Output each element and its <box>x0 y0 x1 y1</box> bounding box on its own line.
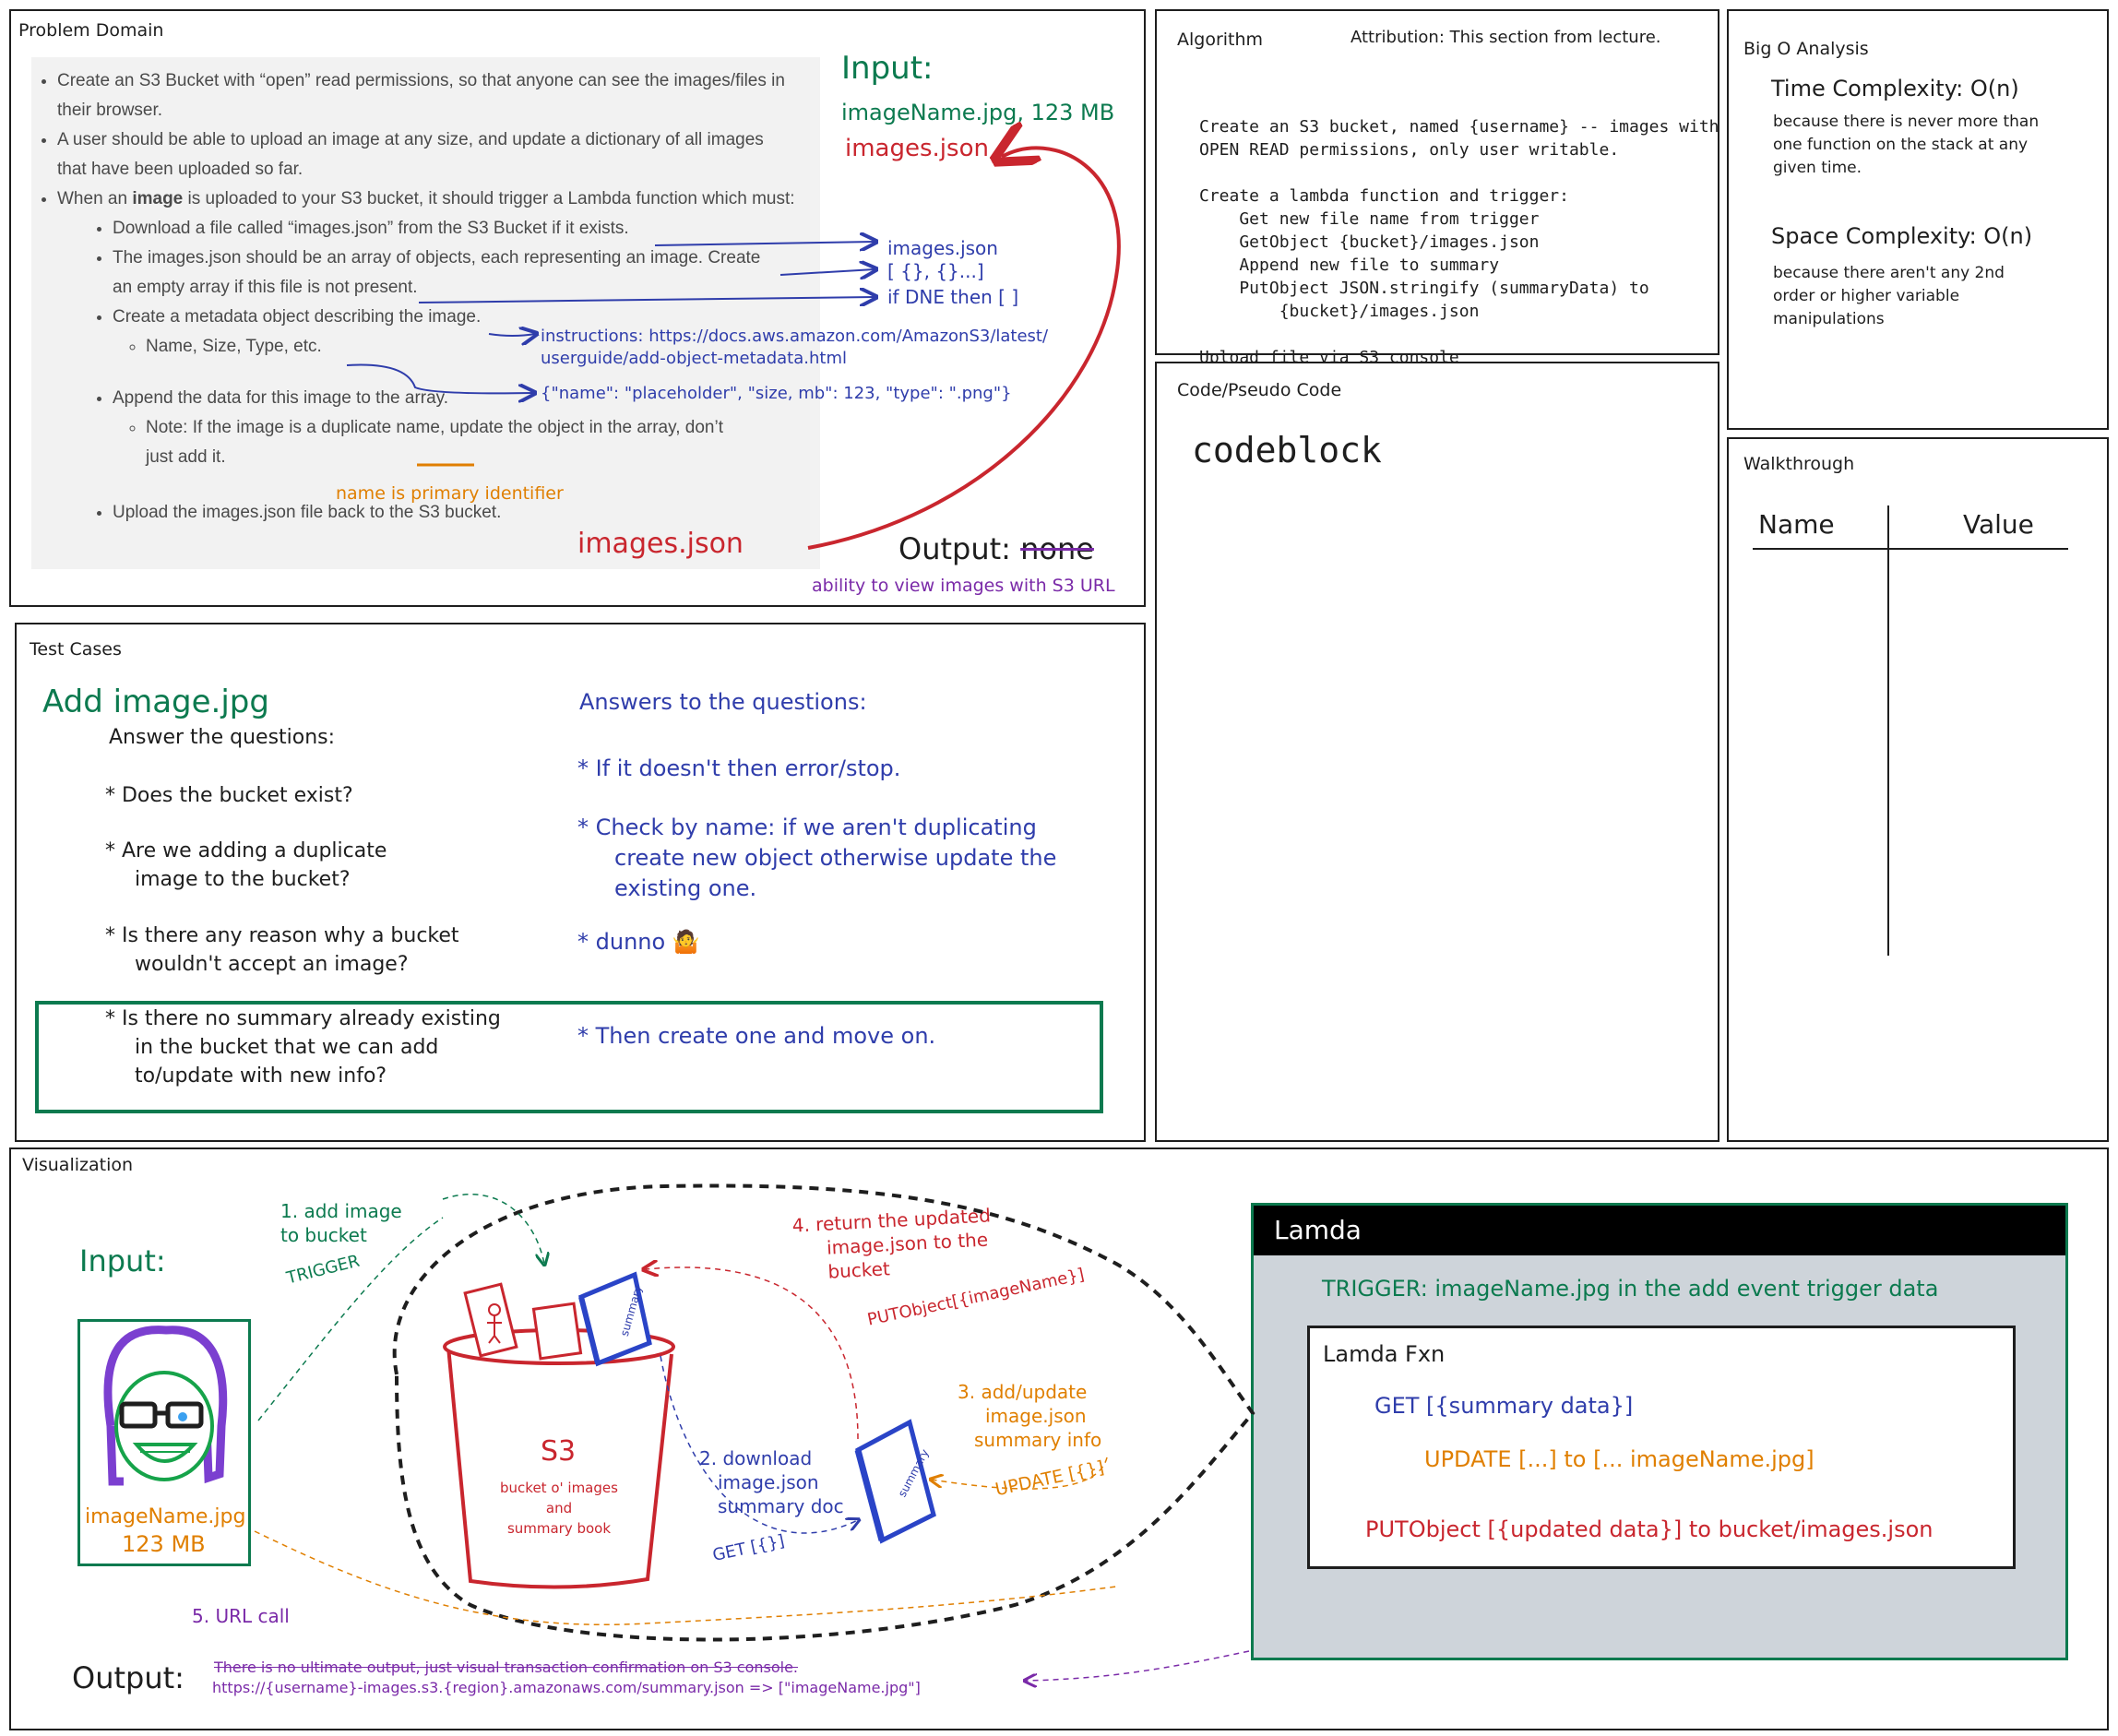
answer-2: * Check by name: if we aren't duplicatin… <box>577 814 1057 901</box>
problem-domain-title: Problem Domain <box>18 20 164 41</box>
lamda-title: Lamda <box>1274 1215 1362 1245</box>
code-block: codeblock <box>1192 430 1382 470</box>
sub-requirement-item: The images.json should be an array of ob… <box>113 244 777 303</box>
requirement-item: Create an S3 Bucket with “open” read per… <box>57 66 795 125</box>
viz-image-name: imageName.jpg <box>85 1505 246 1528</box>
input-json: images.json <box>845 135 989 162</box>
viz-image-size: 123 MB <box>122 1531 206 1557</box>
get-label: GET [{}] <box>710 1531 787 1565</box>
question-1: * Does the bucket exist? <box>105 784 353 807</box>
metadata-example: {"name": "placeholder", "size, mb": 123,… <box>541 384 1012 403</box>
algorithm-title: Algorithm <box>1177 30 1264 50</box>
sub-requirement-item: Download a file called “images.json” fro… <box>113 214 820 244</box>
lamda-fxn-box: Lamda Fxn GET [{summary data}] UPDATE [.… <box>1307 1326 2016 1569</box>
input-label: Input: <box>841 50 934 87</box>
sub-requirement-item: Upload the images.json file back to the … <box>113 498 820 528</box>
lamda-get: GET [{summary data}] <box>1374 1393 1634 1419</box>
visualization-panel: Visualization Input: imageName.jpg 123 M… <box>9 1147 2109 1730</box>
answers-heading: Answers to the questions: <box>579 689 867 715</box>
images-json-annotation: images.json <box>887 237 998 259</box>
problem-domain-panel: Problem Domain Create an S3 Bucket with … <box>9 9 1146 607</box>
output-none-struck: none <box>1020 531 1094 566</box>
big-o-title: Big O Analysis <box>1743 39 1869 59</box>
output-url: https://{username}-images.s3.{region}.am… <box>212 1679 921 1696</box>
walkthrough-col-value: Value <box>1963 509 2034 540</box>
sub-sub-item: Note: If the image is a duplicate name, … <box>146 413 755 472</box>
output-json: images.json <box>577 528 744 560</box>
lamda-trigger: TRIGGER: imageName.jpg in the add event … <box>1322 1276 1939 1302</box>
empty-array-annotation: [ {}, {}...] <box>887 260 984 282</box>
output-label: Output: none <box>898 531 1094 566</box>
highlight-box <box>35 1001 1103 1113</box>
requirement-item: When an image is uploaded to your S3 buc… <box>57 184 795 214</box>
viz-output-label: Output: <box>72 1660 184 1695</box>
answer-4: * Then create one and move on. <box>577 1023 936 1049</box>
requirement-item: A user should be able to upload an image… <box>57 125 795 184</box>
lamda-put: PUTObject [{updated data}] to bucket/ima… <box>1365 1516 1934 1542</box>
input-value: imageName.jpg, 123 MB <box>841 100 1115 125</box>
attribution: Attribution: This section from lecture. <box>1351 28 1661 47</box>
walkthrough-title: Walkthrough <box>1743 454 1855 474</box>
step-5-label: 5. URL call <box>192 1605 290 1627</box>
test-heading: Add image.jpg <box>42 684 269 720</box>
dne-annotation: if DNE then [ ] <box>887 286 1019 308</box>
downloaded-book-label: summary <box>895 1446 932 1500</box>
sub-sub-item: Name, Size, Type, etc. <box>146 332 820 362</box>
lamda-update: UPDATE [...] to [... imageName.jpg] <box>1424 1446 1815 1472</box>
book-label: summary <box>617 1283 645 1338</box>
space-complexity-title: Space Complexity: O(n) <box>1771 223 2033 249</box>
walkthrough-col-name: Name <box>1758 509 1835 540</box>
lamda-header: Lamda <box>1254 1206 2065 1255</box>
lamda-fxn-title: Lamda Fxn <box>1323 1341 1446 1367</box>
instructions-link-1: instructions: https://docs.aws.amazon.co… <box>541 327 1049 346</box>
walkthrough-header-line <box>1753 548 2068 550</box>
code-title: Code/Pseudo Code <box>1177 380 1342 400</box>
output-struck-text: There is no ultimate output, just visual… <box>214 1659 799 1676</box>
answer-1: * If it doesn't then error/stop. <box>577 755 901 781</box>
walkthrough-panel: Walkthrough Name Value <box>1727 437 2109 1142</box>
big-o-panel: Big O Analysis Time Complexity: O(n) bec… <box>1727 9 2109 430</box>
algorithm-panel: Algorithm Attribution: This section from… <box>1155 9 1719 367</box>
visualization-title: Visualization <box>22 1155 134 1175</box>
test-cases-title: Test Cases <box>30 639 122 660</box>
viz-input-label: Input: <box>79 1243 166 1278</box>
name-primary-annotation: name is primary identifier <box>336 483 564 504</box>
trigger-label: TRIGGER <box>284 1251 362 1289</box>
test-cases-panel: Test Cases Add image.jpg Answer the ques… <box>15 623 1146 1142</box>
output-note: ability to view images with S3 URL <box>812 576 1115 596</box>
lamda-box: Lamda TRIGGER: imageName.jpg in the add … <box>1251 1203 2068 1660</box>
instructions-link-2: userguide/add-object-metadata.html <box>541 349 847 368</box>
requirements-text: Create an S3 Bucket with “open” read per… <box>31 57 820 569</box>
user-image-card <box>77 1319 251 1566</box>
code-panel: Code/Pseudo Code codeblock <box>1155 362 1719 1142</box>
answer-3: * dunno 🤷 <box>577 929 700 955</box>
walkthrough-divider <box>1887 505 1889 956</box>
time-complexity-title: Time Complexity: O(n) <box>1771 76 2019 101</box>
update-label: UPDATE [{}] <box>994 1457 1106 1501</box>
s3-label: S3 <box>541 1435 577 1468</box>
answer-prompt: Answer the questions: <box>109 726 336 749</box>
sub-requirement-item: Create a metadata object describing the … <box>113 303 820 362</box>
algorithm-steps: Create an S3 bucket, named {username} --… <box>1199 117 1719 367</box>
